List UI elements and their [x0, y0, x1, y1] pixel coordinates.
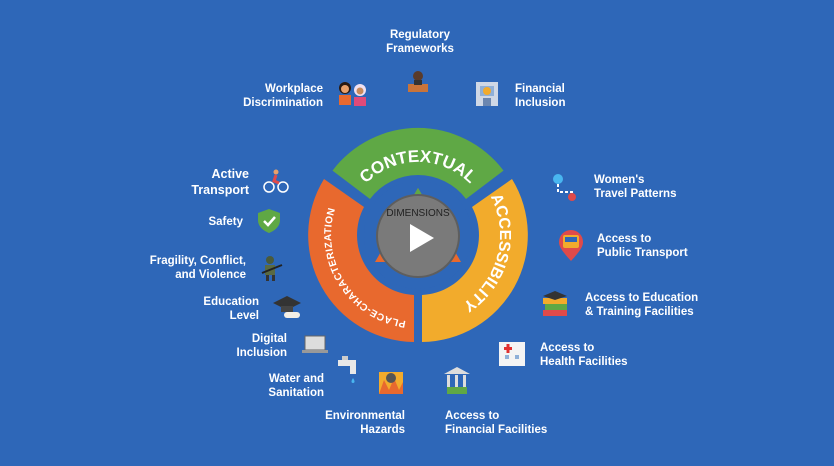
route-pin-icon	[553, 174, 576, 201]
segment-place	[308, 179, 414, 342]
cyclist-icon	[263, 169, 289, 193]
play-icon	[410, 224, 434, 252]
label-access-health-facilities: Access to Health Facilities	[540, 342, 628, 368]
play-button[interactable]: DIMENSIONS	[376, 194, 460, 278]
label-workplace-discrimination: Workplace Discrimination	[243, 83, 323, 109]
center-label: DIMENSIONS	[386, 208, 450, 219]
label-water-sanitation: Water and Sanitation	[268, 373, 324, 399]
label-digital-inclusion: Digital Inclusion	[236, 333, 287, 359]
label-safety: Safety	[208, 216, 243, 228]
women-icon	[339, 82, 366, 106]
books-icon	[543, 291, 567, 316]
soldier-icon	[261, 256, 283, 281]
label-womens-travel-patterns: Women's Travel Patterns	[594, 174, 677, 200]
hazard-fire-icon	[379, 372, 403, 394]
label-education-level: Education Level	[203, 296, 259, 322]
laptop-icon	[302, 335, 328, 353]
segment-accessibility	[422, 179, 528, 342]
hospital-icon	[499, 342, 525, 366]
financial-facility-icon	[444, 367, 470, 394]
label-financial-inclusion: Financial Inclusion	[515, 83, 566, 109]
label-active-transport: Active Transport	[191, 167, 249, 197]
label-regulatory-frameworks: Regulatory Frameworks	[386, 29, 454, 55]
gavel-judge-icon	[408, 71, 428, 92]
bank-building-icon	[476, 82, 498, 106]
water-tap-icon	[338, 356, 356, 383]
label-environmental-hazards: Environmental Hazards	[325, 410, 405, 436]
bus-pin-icon	[559, 230, 583, 261]
segment-contextual	[332, 127, 504, 199]
label-access-education-training: Access to Education & Training Facilitie…	[585, 292, 699, 318]
label-access-financial-facilities: Access to Financial Facilities	[445, 410, 548, 436]
label-access-public-transport: Access to Public Transport	[597, 233, 688, 259]
label-fragility-conflict-violence: Fragility, Conflict, and Violence	[149, 255, 246, 281]
shield-check-icon	[258, 209, 280, 233]
graduation-cap-icon	[273, 296, 301, 318]
